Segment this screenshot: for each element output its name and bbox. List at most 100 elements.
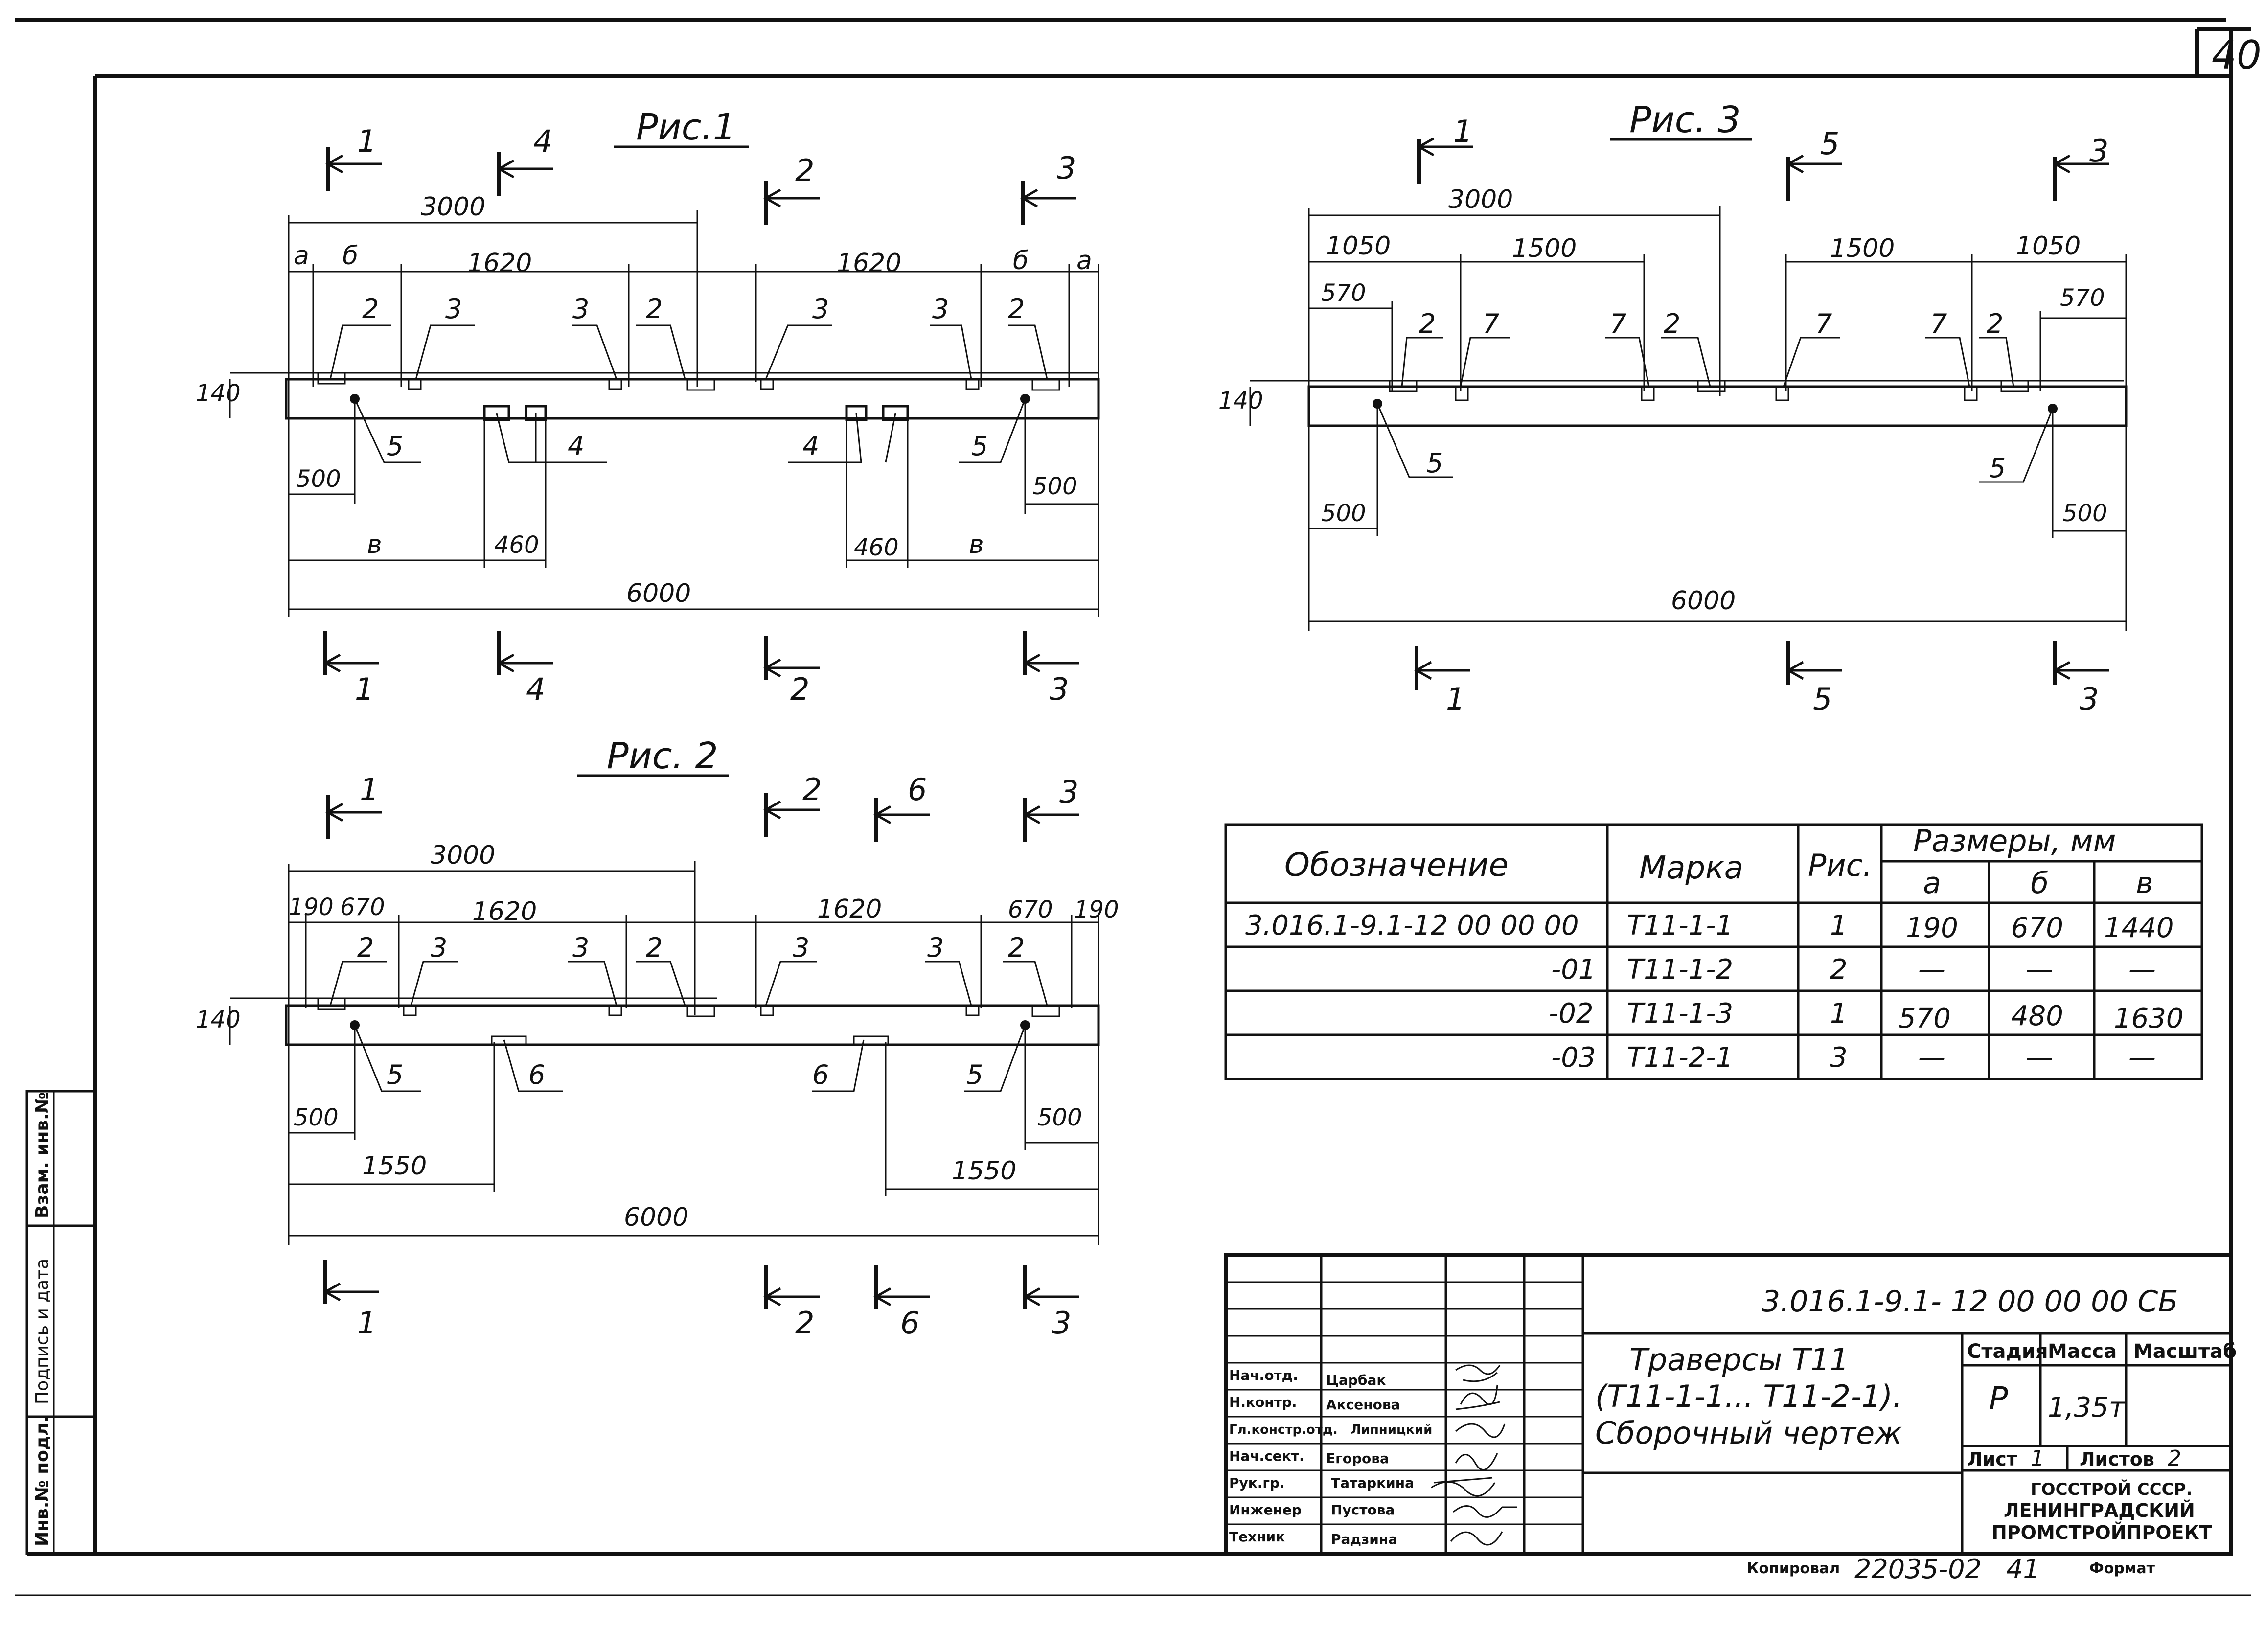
fig2-callout-6b: 6 xyxy=(812,1059,829,1090)
fig3-dim-6000: 6000 xyxy=(1671,586,1736,616)
fig1-dim-v-right: в xyxy=(969,530,984,559)
staff-role-4: Нач.сект. xyxy=(1229,1448,1304,1464)
fig1-dim-1620-left: 1620 xyxy=(467,249,532,278)
fig1-callout-5b: 5 xyxy=(971,431,988,461)
spec-row-1-designation: 3.016.1-9.1-12 00 00 00 xyxy=(1245,910,1579,941)
spec-row-3-v: 1630 xyxy=(2114,1003,2184,1034)
fig3-section-markers xyxy=(1414,137,2109,690)
fig3-dim-500-left: 500 xyxy=(1321,500,1366,527)
fig1-dim-a-right: а xyxy=(1076,246,1092,275)
fig3-section-bottom-1: 1 xyxy=(1446,681,1465,717)
title-block-title-line2: (Т11-1-1... Т11-2-1). xyxy=(1595,1378,1902,1414)
fig3-callout-7a: 7 xyxy=(1483,308,1499,339)
fig2-dim-140: 140 xyxy=(196,1006,241,1033)
staff-name-3: Липницкий xyxy=(1350,1423,1432,1437)
title-block-title-line1: Траверсы Т11 xyxy=(1629,1342,1849,1377)
fig3-callout-2b: 2 xyxy=(1664,308,1680,339)
fig2-section-bottom-3: 3 xyxy=(1052,1305,1071,1341)
fig2-dim-190-left: 190 xyxy=(289,894,334,921)
fig3-title: Рис. 3 xyxy=(1629,99,1741,141)
spec-row-2-b: — xyxy=(2026,954,2053,986)
fig1-section-bottom-3: 3 xyxy=(1050,671,1069,707)
fig3-section-top-5: 5 xyxy=(1820,126,1839,161)
fig1-callout-3a: 3 xyxy=(445,294,462,324)
fig2-callout-3b: 3 xyxy=(572,932,589,963)
fig3-plates xyxy=(1373,380,2058,413)
staff-name-1: Царбак xyxy=(1326,1372,1386,1388)
spec-row-2-v: — xyxy=(2128,954,2156,986)
fig2-section-top-3: 3 xyxy=(1059,774,1078,810)
fig2-section-top-6: 6 xyxy=(908,772,927,807)
title-block-mass-label: Масса xyxy=(2048,1340,2117,1363)
staff-name-6: Пустова xyxy=(1331,1502,1395,1518)
fig2-dim-1620-left: 1620 xyxy=(472,897,537,926)
fig1-section-bottom-1: 1 xyxy=(355,671,374,707)
fig1-section-top-4: 4 xyxy=(533,123,552,159)
title-block-sheet-value: 1 xyxy=(2031,1446,2044,1471)
sheet-number: 40 xyxy=(2212,32,2262,78)
fig2-callout-3a: 3 xyxy=(431,932,447,963)
fig1-dim-b-left: б xyxy=(343,241,358,271)
fig1-callout-3c: 3 xyxy=(812,294,829,324)
fig1-section-top-3: 3 xyxy=(1057,150,1076,186)
spec-row-4-fig: 3 xyxy=(1830,1042,1848,1074)
fig1-dim-500-right: 500 xyxy=(1032,473,1077,500)
title-block-org-line1: ГОССТРОЙ СССР. xyxy=(2031,1479,2192,1499)
fig1-dim-3000: 3000 xyxy=(421,192,485,222)
staff-role-7: Техник xyxy=(1229,1529,1285,1545)
fig2-dim-3000: 3000 xyxy=(431,841,495,870)
fig3-callout-7d: 7 xyxy=(1930,308,1947,339)
footer-page: 41 xyxy=(2006,1554,2040,1584)
fig2-dim-190-right: 190 xyxy=(1074,896,1119,923)
fig2-section-top-1: 1 xyxy=(360,772,379,807)
fig2-plates xyxy=(317,997,1060,1046)
fig1-callout-2b: 2 xyxy=(646,294,663,324)
footer-format: Формат xyxy=(2089,1560,2155,1577)
fig3-dim-570-right: 570 xyxy=(2060,284,2105,312)
spec-header-a: а xyxy=(1923,866,1941,900)
spec-header-b: б xyxy=(2031,866,2049,900)
fig3-beam xyxy=(1307,385,2128,427)
fig3-callout-5b: 5 xyxy=(1989,453,2006,483)
fig3-dim-3000: 3000 xyxy=(1448,185,1513,214)
fig3-section-top-3: 3 xyxy=(2089,133,2108,169)
fig3-dim-1500-left: 1500 xyxy=(1512,234,1577,263)
staff-name-4: Егорова xyxy=(1326,1450,1389,1467)
side-stamp-sign-date: Подпись и дата xyxy=(32,1259,52,1404)
title-block-sheets-label: Листов xyxy=(2080,1448,2154,1470)
fig2-callout-6a: 6 xyxy=(528,1059,545,1090)
fig2-callout-3c: 3 xyxy=(793,932,809,963)
fig1-dimensions xyxy=(229,210,1099,617)
fig3-dim-570-left: 570 xyxy=(1321,279,1366,307)
staff-role-6: Инженер xyxy=(1229,1502,1302,1518)
fig3-section-bottom-5: 5 xyxy=(1813,681,1832,717)
spec-row-1-v: 1440 xyxy=(2104,912,2174,944)
fig3-callout-2c: 2 xyxy=(1987,308,2003,339)
fig1-dim-140: 140 xyxy=(196,380,241,407)
side-stamp-inv-orig: Инв.№ подл. xyxy=(32,1416,52,1546)
title-block-mass: 1,35т xyxy=(2048,1392,2126,1423)
spec-row-4-b: — xyxy=(2026,1042,2053,1074)
fig2-title: Рис. 2 xyxy=(607,735,718,777)
side-stamp xyxy=(25,1090,97,1555)
spec-row-1-a: 190 xyxy=(1906,912,1958,944)
fig2-section-top-2: 2 xyxy=(802,772,822,807)
spec-row-4-a: — xyxy=(1918,1042,1945,1074)
footer-copied: Копировал xyxy=(1747,1560,1840,1577)
fig3-callout-7b: 7 xyxy=(1610,308,1626,339)
staff-name-2: Аксенова xyxy=(1326,1397,1400,1413)
spec-row-2-a: — xyxy=(1918,954,1945,986)
title-block-org-line2: ЛЕНИНГРАДСКИЙ xyxy=(2004,1500,2195,1521)
title-block xyxy=(1224,1253,2233,1556)
fig3-section-bottom-3: 3 xyxy=(2080,681,2099,717)
fig1-callout-2c: 2 xyxy=(1008,294,1025,324)
fig3-dim-1500-right: 1500 xyxy=(1830,234,1895,263)
spec-row-3-mark: Т11-1-3 xyxy=(1627,998,1733,1030)
fig2-section-bottom-6: 6 xyxy=(900,1305,919,1341)
fig1-dim-v-left: в xyxy=(367,530,382,559)
title-block-stage-label: Стадия xyxy=(1967,1340,2048,1363)
fig2-dim-670-right: 670 xyxy=(1008,896,1053,923)
staff-role-5: Рук.гр. xyxy=(1229,1475,1285,1491)
fig3-leaders xyxy=(1376,337,2054,483)
